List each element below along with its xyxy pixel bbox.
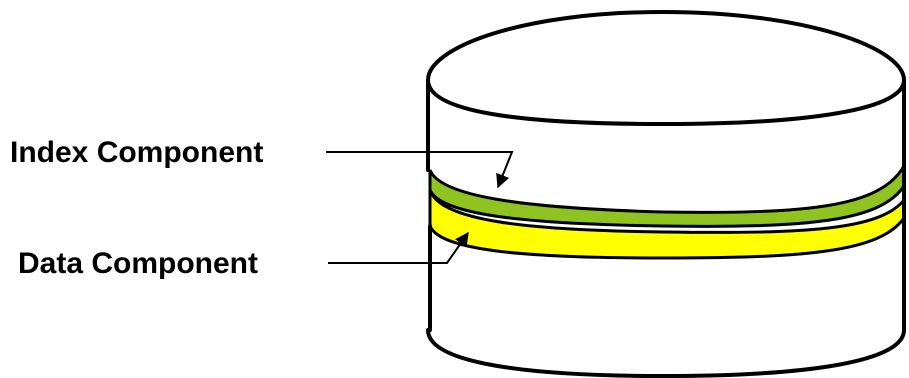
cylinder-bottom xyxy=(426,328,906,378)
data-component-leader xyxy=(328,231,469,264)
cylinder-body xyxy=(428,12,904,376)
index-component-label: Index Component xyxy=(10,136,263,169)
data-component-label: Data Component xyxy=(18,247,258,280)
index-component-leader xyxy=(326,151,514,189)
